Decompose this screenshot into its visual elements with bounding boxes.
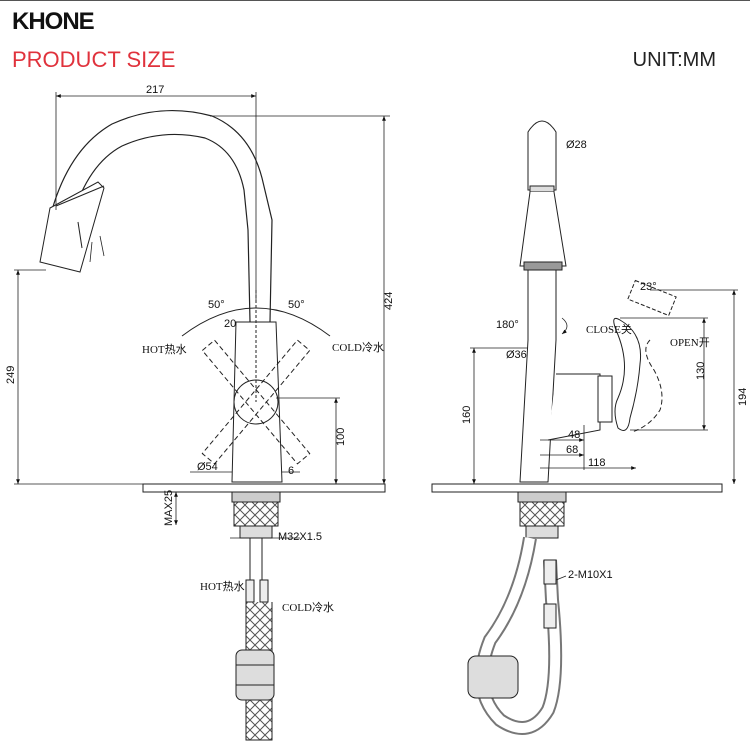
dim-68: 68 xyxy=(566,444,578,456)
dim-rotation: 180° xyxy=(496,319,519,331)
dim-deck-height: 100 xyxy=(335,428,347,446)
dim-total-height: 194 xyxy=(737,388,749,406)
front-deck-plate xyxy=(142,483,386,493)
side-deck-plate xyxy=(431,483,723,493)
top-rule xyxy=(0,0,750,1)
dim-body-dia: Ø36 xyxy=(506,349,527,361)
dim-118: 118 xyxy=(588,457,606,469)
side-lever-closed xyxy=(613,317,642,431)
dim-head-dia: Ø28 xyxy=(566,139,587,151)
label-hot: HOT热水 xyxy=(142,343,187,356)
front-weight xyxy=(235,649,275,701)
dim-lever-height: 160 xyxy=(461,406,473,424)
dim-base-gap: 6 xyxy=(288,465,294,477)
dim-handle-angle: 23° xyxy=(640,281,657,293)
front-dimensions xyxy=(14,92,390,539)
dim-base-dia: Ø54 xyxy=(197,461,218,473)
page-title: PRODUCT SIZE xyxy=(12,47,176,72)
side-spray-head xyxy=(527,120,557,191)
dim-height: 424 xyxy=(383,292,395,310)
dim-width: 217 xyxy=(146,84,164,96)
dim-max-deck: MAX25 xyxy=(163,490,175,526)
brand-logo: KHONE xyxy=(12,8,95,35)
unit-label: UNIT:MM xyxy=(632,49,716,71)
label-hose-hot: HOT热水 xyxy=(200,580,245,593)
front-spout xyxy=(43,109,273,323)
dim-angle-right: 50° xyxy=(288,299,305,311)
front-spray-head xyxy=(39,181,105,273)
label-close: CLOSE关 xyxy=(586,322,632,336)
dim-hose-thread: 2-M10X1 xyxy=(568,569,613,581)
side-dimensions xyxy=(470,289,738,581)
dim-handle: 20 xyxy=(224,318,236,330)
label-open: OPEN开 xyxy=(670,337,710,349)
dim-spout-height: 249 xyxy=(5,366,17,384)
side-view xyxy=(431,120,723,735)
dim-thread: M32X1.5 xyxy=(278,531,322,543)
label-hose-cold: COLD冷水 xyxy=(282,601,334,614)
label-cold: COLD冷水 xyxy=(332,341,384,354)
side-weight xyxy=(467,655,519,699)
dim-handle-height: 130 xyxy=(695,362,707,380)
side-body xyxy=(519,269,557,483)
dim-48: 48 xyxy=(568,429,580,441)
front-view xyxy=(39,109,386,741)
dim-angle-left: 50° xyxy=(208,299,225,311)
